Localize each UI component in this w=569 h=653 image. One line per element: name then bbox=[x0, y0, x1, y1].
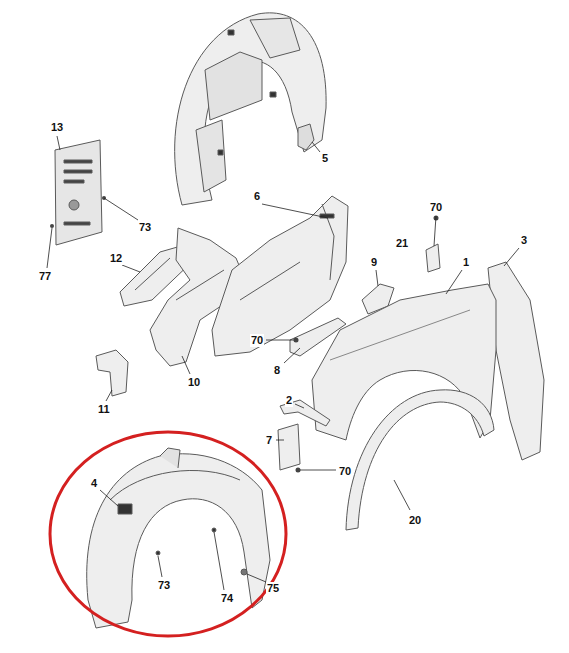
callout-number: 73 bbox=[157, 579, 171, 592]
callout-number: 74 bbox=[220, 592, 234, 605]
panel-6 bbox=[212, 196, 348, 356]
callout-number: 3 bbox=[520, 234, 528, 247]
callout-number: 13 bbox=[50, 121, 64, 134]
callout-number: 1 bbox=[462, 256, 470, 269]
callout-number: 21 bbox=[395, 237, 409, 250]
leader-lines bbox=[47, 136, 519, 590]
plate-7 bbox=[278, 424, 300, 470]
piece-21 bbox=[426, 244, 440, 272]
highlight-ellipse bbox=[50, 432, 286, 636]
callout-number: 73 bbox=[138, 221, 152, 234]
callout-number: 8 bbox=[273, 364, 281, 377]
callout-number: 70 bbox=[429, 201, 443, 214]
callout-number: 11 bbox=[97, 403, 111, 416]
callout-number: 70 bbox=[338, 465, 352, 478]
liner-4 bbox=[87, 454, 270, 628]
callout-number: 9 bbox=[370, 256, 378, 269]
piece-3 bbox=[488, 262, 544, 460]
callout-number: 5 bbox=[321, 152, 329, 165]
callout-number: 7 bbox=[265, 434, 273, 447]
callout-number: 70 bbox=[250, 334, 264, 347]
callout-number: 12 bbox=[109, 252, 123, 265]
callout-number: 77 bbox=[38, 270, 52, 283]
callout-number: 10 bbox=[187, 376, 201, 389]
bracket-11 bbox=[96, 350, 128, 396]
callout-number: 4 bbox=[90, 477, 98, 490]
arch-trim-20 bbox=[346, 390, 494, 530]
plate-13 bbox=[55, 140, 102, 245]
callout-number: 20 bbox=[408, 514, 422, 527]
callout-number: 75 bbox=[266, 582, 280, 595]
inner-arch-structure bbox=[175, 13, 326, 205]
callout-number: 2 bbox=[285, 394, 293, 407]
bracket-5 bbox=[298, 124, 314, 150]
fender-1 bbox=[312, 284, 496, 440]
callout-number: 6 bbox=[253, 190, 261, 203]
